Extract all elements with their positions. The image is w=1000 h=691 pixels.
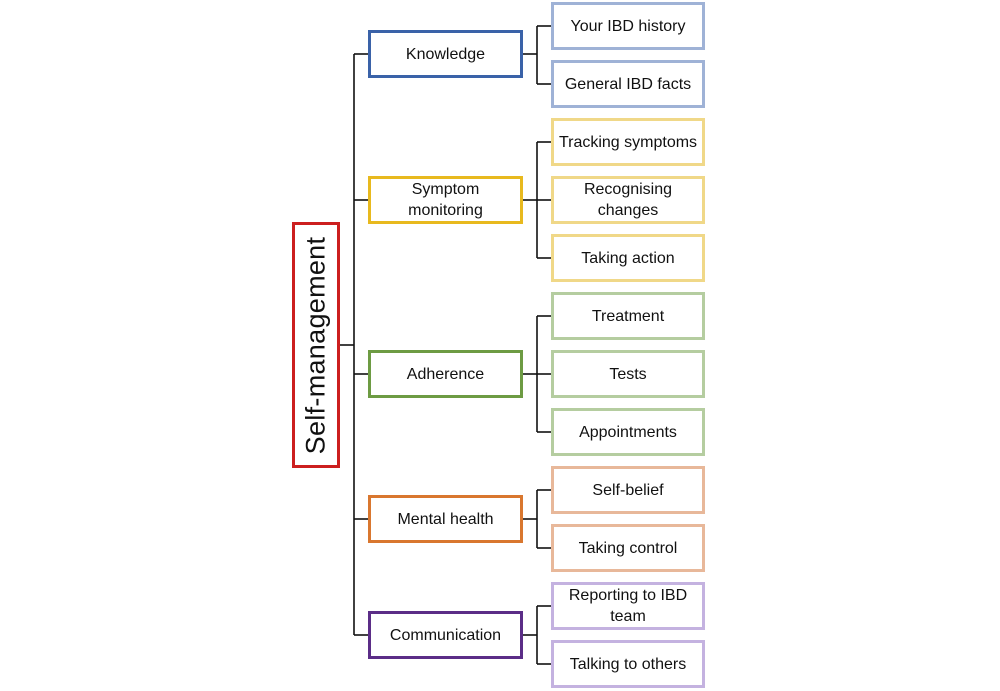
leaf-label: Tracking symptoms: [558, 133, 698, 151]
root-node-self-management: Self-management: [292, 222, 340, 468]
leaf-node-talking-to-others: Talking to others: [551, 640, 705, 688]
category-node-mental-health: Mental health: [368, 495, 523, 543]
leaf-label: Appointments: [579, 423, 677, 441]
leaf-label: Treatment: [591, 307, 665, 325]
leaf-node-taking-action: Taking action: [551, 234, 705, 282]
root-label: Self-management: [300, 236, 331, 454]
category-label: Communication: [389, 626, 502, 644]
leaf-label: Self-belief: [592, 481, 664, 499]
leaf-node-treatment: Treatment: [551, 292, 705, 340]
leaf-label: Reporting to IBD team: [568, 587, 688, 625]
leaf-node-general-ibd-facts: General IBD facts: [551, 60, 705, 108]
leaf-node-reporting-to-ibd-team: Reporting to IBD team: [551, 582, 705, 630]
category-label: Mental health: [397, 510, 494, 528]
leaf-label: Your IBD history: [570, 17, 686, 35]
category-label: Adherence: [406, 365, 485, 383]
leaf-label: Taking action: [581, 249, 675, 267]
leaf-node-self-belief: Self-belief: [551, 466, 705, 514]
leaf-label: Tests: [609, 365, 647, 383]
leaf-label: Talking to others: [569, 655, 687, 673]
leaf-node-appointments: Appointments: [551, 408, 705, 456]
leaf-node-taking-control: Taking control: [551, 524, 705, 572]
leaf-node-recognising-changes: Recognising changes: [551, 176, 705, 224]
leaf-node-your-ibd-history: Your IBD history: [551, 2, 705, 50]
leaf-label: Taking control: [578, 539, 678, 557]
category-node-knowledge: Knowledge: [368, 30, 523, 78]
category-node-symptom-monitoring: Symptom monitoring: [368, 176, 523, 224]
leaf-node-tracking-symptoms: Tracking symptoms: [551, 118, 705, 166]
category-node-communication: Communication: [368, 611, 523, 659]
leaf-label: General IBD facts: [564, 75, 692, 93]
leaf-node-tests: Tests: [551, 350, 705, 398]
category-label: Knowledge: [405, 45, 486, 63]
category-node-adherence: Adherence: [368, 350, 523, 398]
category-label: Symptom monitoring: [408, 181, 483, 219]
leaf-label: Recognising changes: [583, 181, 673, 219]
